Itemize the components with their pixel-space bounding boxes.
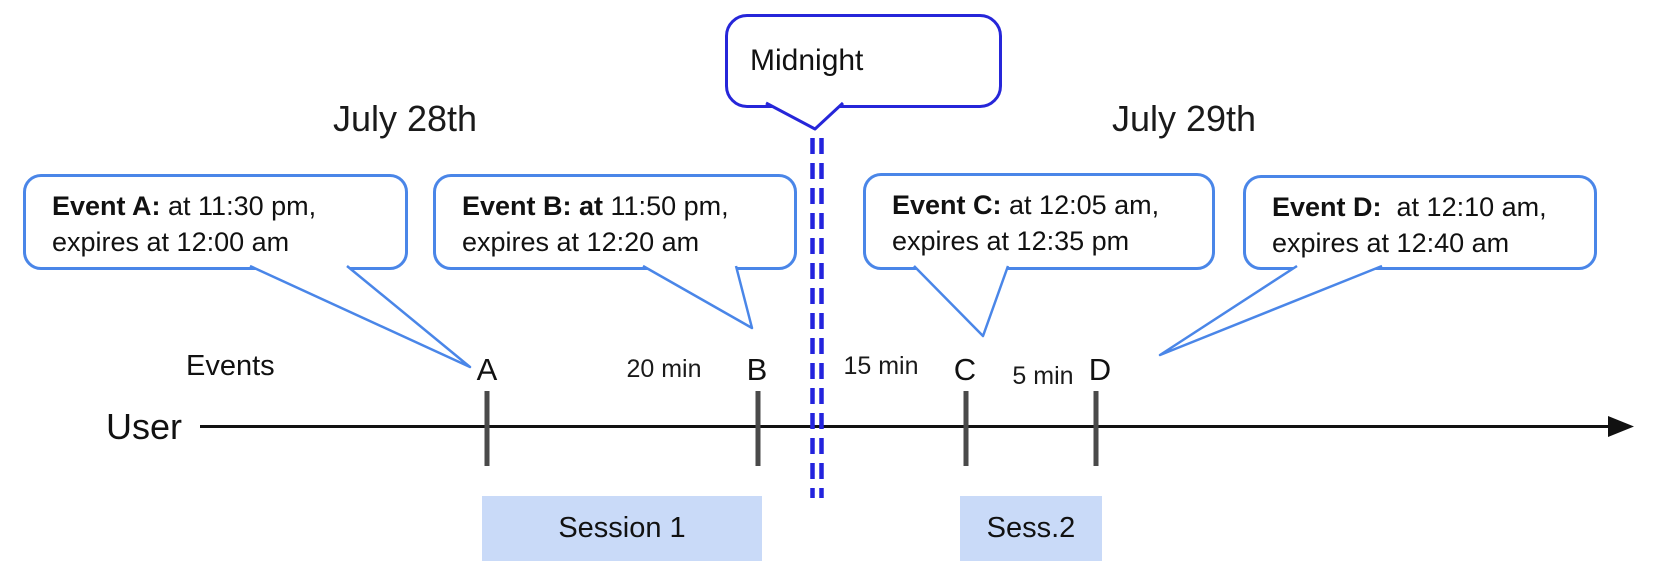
- event-c-expiry: expires at 12:35 pm: [892, 226, 1130, 256]
- interval-label-15min: 15 min: [843, 352, 919, 380]
- event-b-expiry: expires at 12:20 am: [462, 227, 700, 257]
- event-c-callout: Event C: at 12:05 am, expires at 12:35 pm: [863, 173, 1215, 270]
- event-b-callout: Event B: at 11:50 pm, expires at 12:20 am: [433, 174, 797, 270]
- event-d-time: at 12:10 am,: [1381, 192, 1547, 222]
- event-a-text: Event A: at 11:30 pm, expires at 12:00 am: [26, 177, 405, 260]
- midnight-label: Midnight: [750, 44, 864, 77]
- event-a-time: at 11:30 pm,: [160, 191, 317, 221]
- session-1-label: Session 1: [558, 512, 686, 544]
- session-2-label: Sess.2: [986, 512, 1076, 544]
- date-label-july-29: July 29th: [1111, 98, 1257, 139]
- event-a-callout: Event A: at 11:30 pm, expires at 12:00 am: [23, 174, 408, 270]
- event-c-time: at 12:05 am,: [1001, 190, 1160, 220]
- date-label-july-28: July 28th: [332, 98, 478, 139]
- event-a-expiry: expires at 12:00 am: [52, 227, 290, 257]
- user-axis-label: User: [106, 406, 183, 447]
- event-a-name: Event A:: [52, 191, 161, 221]
- event-c-name: Event C:: [892, 190, 1002, 220]
- session-2-box: Sess.2: [960, 496, 1102, 561]
- event-b-callout-tail: [642, 264, 754, 330]
- marker-letter-a: A: [476, 352, 498, 387]
- event-d-callout-tail: [1158, 264, 1383, 357]
- midnight-callout: Midnight: [725, 14, 1002, 108]
- event-d-expiry: expires at 12:40 am: [1272, 228, 1510, 258]
- event-d-callout: Event D: at 12:10 am, expires at 12:40 am: [1243, 175, 1597, 270]
- event-a-callout-tail: [249, 264, 472, 369]
- timeline-arrowhead-icon: [1608, 416, 1634, 437]
- event-c-callout-tail: [913, 265, 1010, 338]
- event-b-text: Event B: at 11:50 pm, expires at 12:20 am: [436, 177, 794, 260]
- marker-letter-d: D: [1088, 352, 1112, 387]
- event-c-text: Event C: at 12:05 am, expires at 12:35 pm: [866, 176, 1212, 259]
- interval-label-20min: 20 min: [626, 355, 702, 383]
- interval-label-5min: 5 min: [1012, 362, 1074, 390]
- event-d-text: Event D: at 12:10 am, expires at 12:40 am: [1246, 178, 1594, 261]
- events-axis-label: Events: [186, 350, 275, 382]
- marker-letter-c: C: [953, 352, 977, 387]
- marker-letter-b: B: [746, 352, 768, 387]
- session-1-box: Session 1: [482, 496, 762, 561]
- event-d-name: Event D:: [1272, 192, 1382, 222]
- event-b-time: 11:50 pm,: [603, 191, 729, 221]
- event-b-name: Event B: at: [462, 191, 604, 221]
